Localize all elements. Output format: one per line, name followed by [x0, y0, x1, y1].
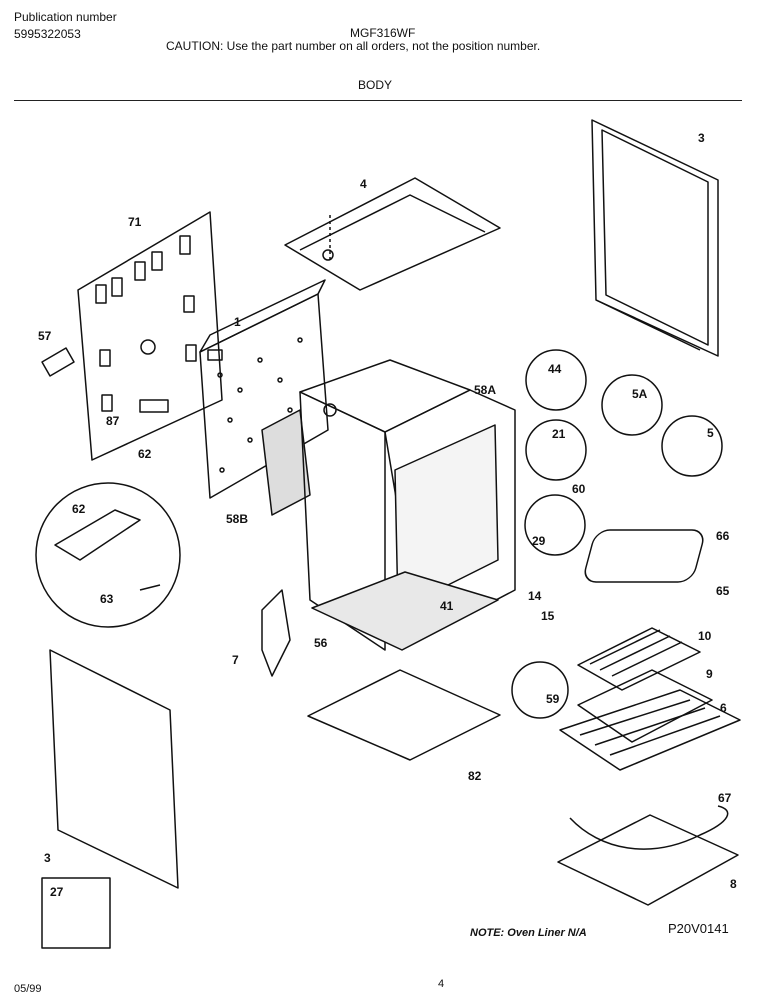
callout-5a: 5A [632, 387, 648, 401]
header-divider [14, 100, 742, 101]
callout-8: 8 [730, 877, 737, 891]
callout-7: 7 [232, 653, 239, 667]
publication-number: 5995322053 [14, 27, 81, 41]
callout-56: 56 [314, 636, 328, 650]
callout-58b: 58B [226, 512, 248, 526]
detail-circle-59 [511, 661, 569, 719]
callout-66: 66 [716, 529, 730, 543]
bracket-57 [41, 347, 75, 377]
publication-label: Publication number [14, 10, 117, 24]
inset-box-27 [41, 877, 111, 949]
page-number: 4 [438, 978, 445, 990]
callout-1: 1 [234, 315, 241, 329]
callout-67: 67 [718, 791, 732, 805]
callout-9: 9 [706, 667, 713, 681]
detail-circle-44 [525, 349, 587, 411]
bake-element-66 [584, 529, 704, 583]
broiler-pan-9 [577, 669, 713, 743]
callout-21: 21 [552, 427, 566, 441]
side-panel-3-upper [591, 119, 719, 357]
base-56 [311, 571, 499, 651]
callout-41: 41 [440, 599, 454, 613]
callout-62-detail: 62 [72, 502, 86, 516]
callout-27: 27 [50, 885, 64, 899]
section-title: BODY [358, 78, 393, 92]
callout-71: 71 [128, 215, 142, 229]
oven-cavity-58a [299, 359, 516, 651]
callout-58a: 58A [474, 383, 496, 397]
callout-5: 5 [707, 426, 714, 440]
bottom-tray-82 [307, 669, 501, 761]
figure-code: P20V0141 [668, 921, 729, 936]
footer-note: NOTE: Oven Liner N/A [470, 927, 587, 939]
detail-circle-5 [661, 415, 723, 477]
callout-3-upper: 3 [698, 131, 705, 145]
broiler-grid-10 [577, 627, 701, 691]
rear-panel-71 [77, 211, 223, 461]
callout-60: 60 [572, 482, 586, 496]
detail-circle-5a [601, 374, 663, 436]
footer-date: 05/99 [14, 983, 42, 995]
oven-rack-6 [559, 689, 741, 771]
side-panel-3-lower [49, 649, 179, 889]
callout-4: 4 [360, 177, 367, 191]
callout-87: 87 [106, 414, 120, 428]
broil-element-67 [569, 805, 729, 850]
callout-3-lower: 3 [44, 851, 51, 865]
top-panel-4 [284, 177, 501, 291]
callout-82: 82 [468, 769, 482, 783]
callout-6: 6 [720, 701, 727, 715]
callout-65: 65 [716, 584, 730, 598]
callout-14: 14 [528, 589, 542, 603]
model-number: MGF316WF [350, 26, 416, 40]
caution-text: CAUTION: Use the part number on all orde… [166, 39, 541, 53]
callout-62: 62 [138, 447, 152, 461]
callout-10: 10 [698, 629, 712, 643]
callout-63: 63 [100, 592, 114, 606]
oven-bottom-8 [557, 814, 739, 906]
hinge-7 [261, 589, 291, 677]
callout-15: 15 [541, 609, 555, 623]
insulation-58b [261, 409, 311, 516]
callout-57: 57 [38, 329, 52, 343]
callout-44: 44 [548, 362, 562, 376]
detail-circle-29 [524, 494, 586, 556]
detail-circle-21 [525, 419, 587, 481]
detail-circle-62 [35, 482, 181, 628]
callout-29: 29 [532, 534, 546, 548]
back-wall-1 [199, 279, 329, 499]
callout-59: 59 [546, 692, 560, 706]
